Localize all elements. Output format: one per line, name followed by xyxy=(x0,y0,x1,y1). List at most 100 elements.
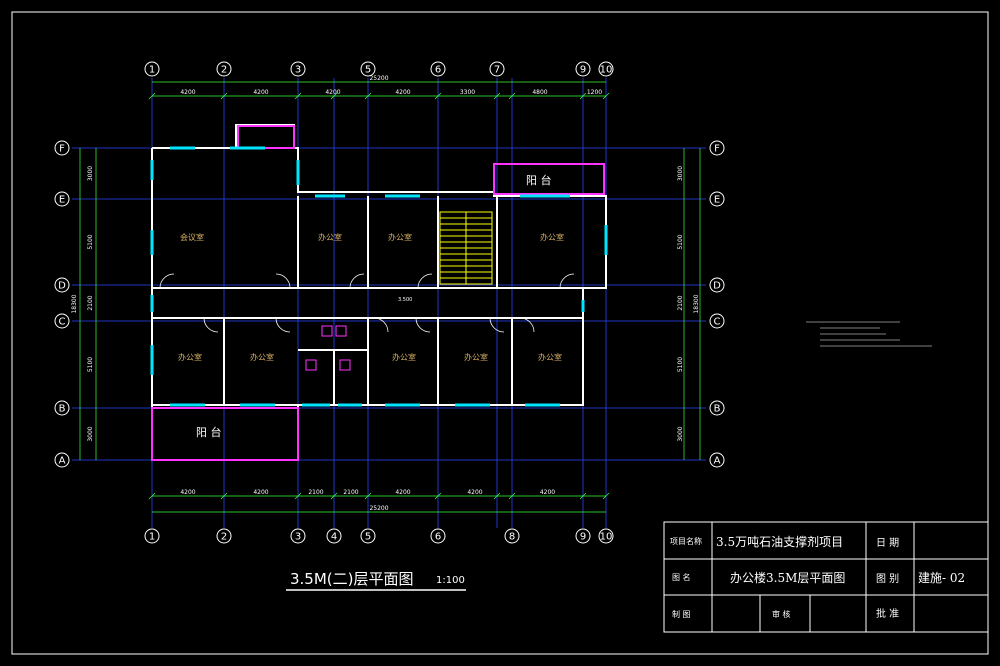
dim-top-total: 25200 xyxy=(369,75,388,82)
tb-no-label: 图 别 xyxy=(876,573,899,585)
tick-bottom-8 xyxy=(330,492,338,500)
axis-bubble-bottom-9: 9 xyxy=(575,528,591,544)
axis-bubble-left-E-circle xyxy=(54,191,70,207)
axis-bubble-bottom-10-label: 10 xyxy=(600,532,613,543)
axis-bubble-bottom-2: 2 xyxy=(216,528,232,544)
axis-bubble-bottom-8: 8 xyxy=(504,528,520,544)
tb-no: 建施- 02 xyxy=(918,571,965,585)
axis-bubble-right-E-circle xyxy=(709,191,725,207)
axis-bubble-bottom-6-circle xyxy=(430,528,446,544)
dim-left-1: 5100 xyxy=(87,234,94,249)
room-label-office-1: 办公室 xyxy=(318,232,342,242)
tick-bottom-2 xyxy=(294,492,302,500)
axis-bubble-top-10-circle xyxy=(598,61,614,77)
axis-bubble-right-A: A xyxy=(709,452,725,468)
tick-bottom-3 xyxy=(364,492,372,500)
axis-bubble-left-C: C xyxy=(54,313,70,329)
axis-bubble-top-3-circle xyxy=(290,61,306,77)
axis-bubble-bottom-5-label: 5 xyxy=(365,532,371,543)
axis-bubble-right-B-circle xyxy=(709,400,725,416)
axis-bubble-top-9-label: 9 xyxy=(580,65,586,76)
dim-bottom-3: 2100 xyxy=(343,489,358,496)
axis-bubble-top-2: 2 xyxy=(216,61,232,77)
dim-left-4: 3000 xyxy=(87,426,94,441)
axis-bubble-top-1-label: 1 xyxy=(149,65,155,76)
axis-bubble-bottom-9-circle xyxy=(575,528,591,544)
tick-bottom-9 xyxy=(508,492,516,500)
drawing-title: 3.5M(二)层平面图 xyxy=(290,570,414,588)
axis-bubble-left-F: F xyxy=(54,140,70,156)
axis-bubble-left-C-circle xyxy=(54,313,70,329)
axis-bubble-bottom-2-circle xyxy=(216,528,232,544)
tick-top-5 xyxy=(493,92,501,100)
dim-bottom-total: 25200 xyxy=(369,505,388,512)
axis-bubble-top-6-circle xyxy=(430,61,446,77)
dim-top-0: 4200 xyxy=(180,89,195,96)
axis-bubble-top-6-label: 6 xyxy=(435,65,441,76)
axis-bubble-top-3-label: 3 xyxy=(295,65,301,76)
axis-bubble-bottom-5-circle xyxy=(360,528,376,544)
axis-bubble-right-B-label: B xyxy=(714,404,721,415)
axis-bubble-bottom-10-circle xyxy=(598,528,614,544)
axis-bubble-bottom-1-label: 1 xyxy=(149,532,155,543)
axis-bubble-left-F-circle xyxy=(54,140,70,156)
axis-bubble-right-D-label: D xyxy=(713,281,721,292)
axis-bubble-left-B-label: B xyxy=(59,404,66,415)
dim-left-3: 5100 xyxy=(87,357,94,372)
axis-bubble-top-2-label: 2 xyxy=(221,65,227,76)
dim-top-1: 4200 xyxy=(253,89,268,96)
dim-top-4: 3300 xyxy=(460,89,475,96)
axis-bubble-top-10: 10 xyxy=(598,61,614,77)
axis-bubble-left-C-label: C xyxy=(59,317,66,328)
axis-bubble-bottom-1-circle xyxy=(144,528,160,544)
dim-right-total: 18300 xyxy=(693,294,700,313)
axis-bubble-top-6: 6 xyxy=(430,61,446,77)
tick-top-6 xyxy=(579,92,587,100)
tick-top-3 xyxy=(364,92,372,100)
balcony-label-bottom: 阳 台 xyxy=(196,425,222,439)
axis-bubble-left-A-label: A xyxy=(59,456,66,467)
tick-top-1 xyxy=(220,92,228,100)
dim-top-5: 4800 xyxy=(532,89,547,96)
tb-approve-label: 批 准 xyxy=(876,607,899,620)
tb-drawing: 办公楼3.5M层平面图 xyxy=(730,570,845,585)
tb-drawing-label: 图 名 xyxy=(672,572,691,582)
dim-right-2: 2100 xyxy=(677,295,684,310)
axis-bubble-left-E: E xyxy=(54,191,70,207)
axis-bubble-right-F-circle xyxy=(709,140,725,156)
axis-bubble-top-3: 3 xyxy=(290,61,306,77)
axis-bubble-bottom-8-label: 8 xyxy=(509,532,515,543)
room-label-office-7: 办公室 xyxy=(464,352,488,362)
axis-bubble-bottom-3-label: 3 xyxy=(295,532,301,543)
title-block-text: 项目名称 3.5万吨石油支撑剂项目 日 期 图 名 办公楼3.5M层平面图 图 … xyxy=(670,534,965,620)
dim-top-6: 1200 xyxy=(587,89,602,96)
dim-left-total: 18300 xyxy=(71,294,78,313)
axis-bubble-right-E-label: E xyxy=(714,195,720,206)
dim-left-2: 2100 xyxy=(87,295,94,310)
tb-date-label: 日 期 xyxy=(876,537,899,549)
axis-bubble-left-D-circle xyxy=(54,277,70,293)
room-label-meeting: 会议室 xyxy=(180,232,204,242)
axis-bubble-left-B: B xyxy=(54,400,70,416)
room-label-office-4: 办公室 xyxy=(178,352,202,362)
dim-bottom-5: 4200 xyxy=(467,489,482,496)
tb-check-label: 审 核 xyxy=(772,609,791,619)
drawing-scale: 1:100 xyxy=(436,575,465,586)
tick-top-8 xyxy=(330,92,338,100)
axis-bubble-bottom-9-label: 9 xyxy=(580,532,586,543)
toilet-fixtures xyxy=(305,325,351,371)
axis-bubble-left-A-circle xyxy=(54,452,70,468)
tick-bottom-1 xyxy=(220,492,228,500)
axis-bubble-right-C-label: C xyxy=(714,317,721,328)
dim-left-0: 3000 xyxy=(87,166,94,181)
axis-bubble-left-F-label: F xyxy=(59,144,65,155)
axis-bubble-right-B: B xyxy=(709,400,725,416)
windows xyxy=(150,146,608,407)
axis-bubble-top-1: 1 xyxy=(144,61,160,77)
tick-top-9 xyxy=(508,92,516,100)
dim-right-1: 5100 xyxy=(677,234,684,249)
dim-right-0: 3000 xyxy=(677,166,684,181)
tick-bottom-5 xyxy=(493,492,501,500)
